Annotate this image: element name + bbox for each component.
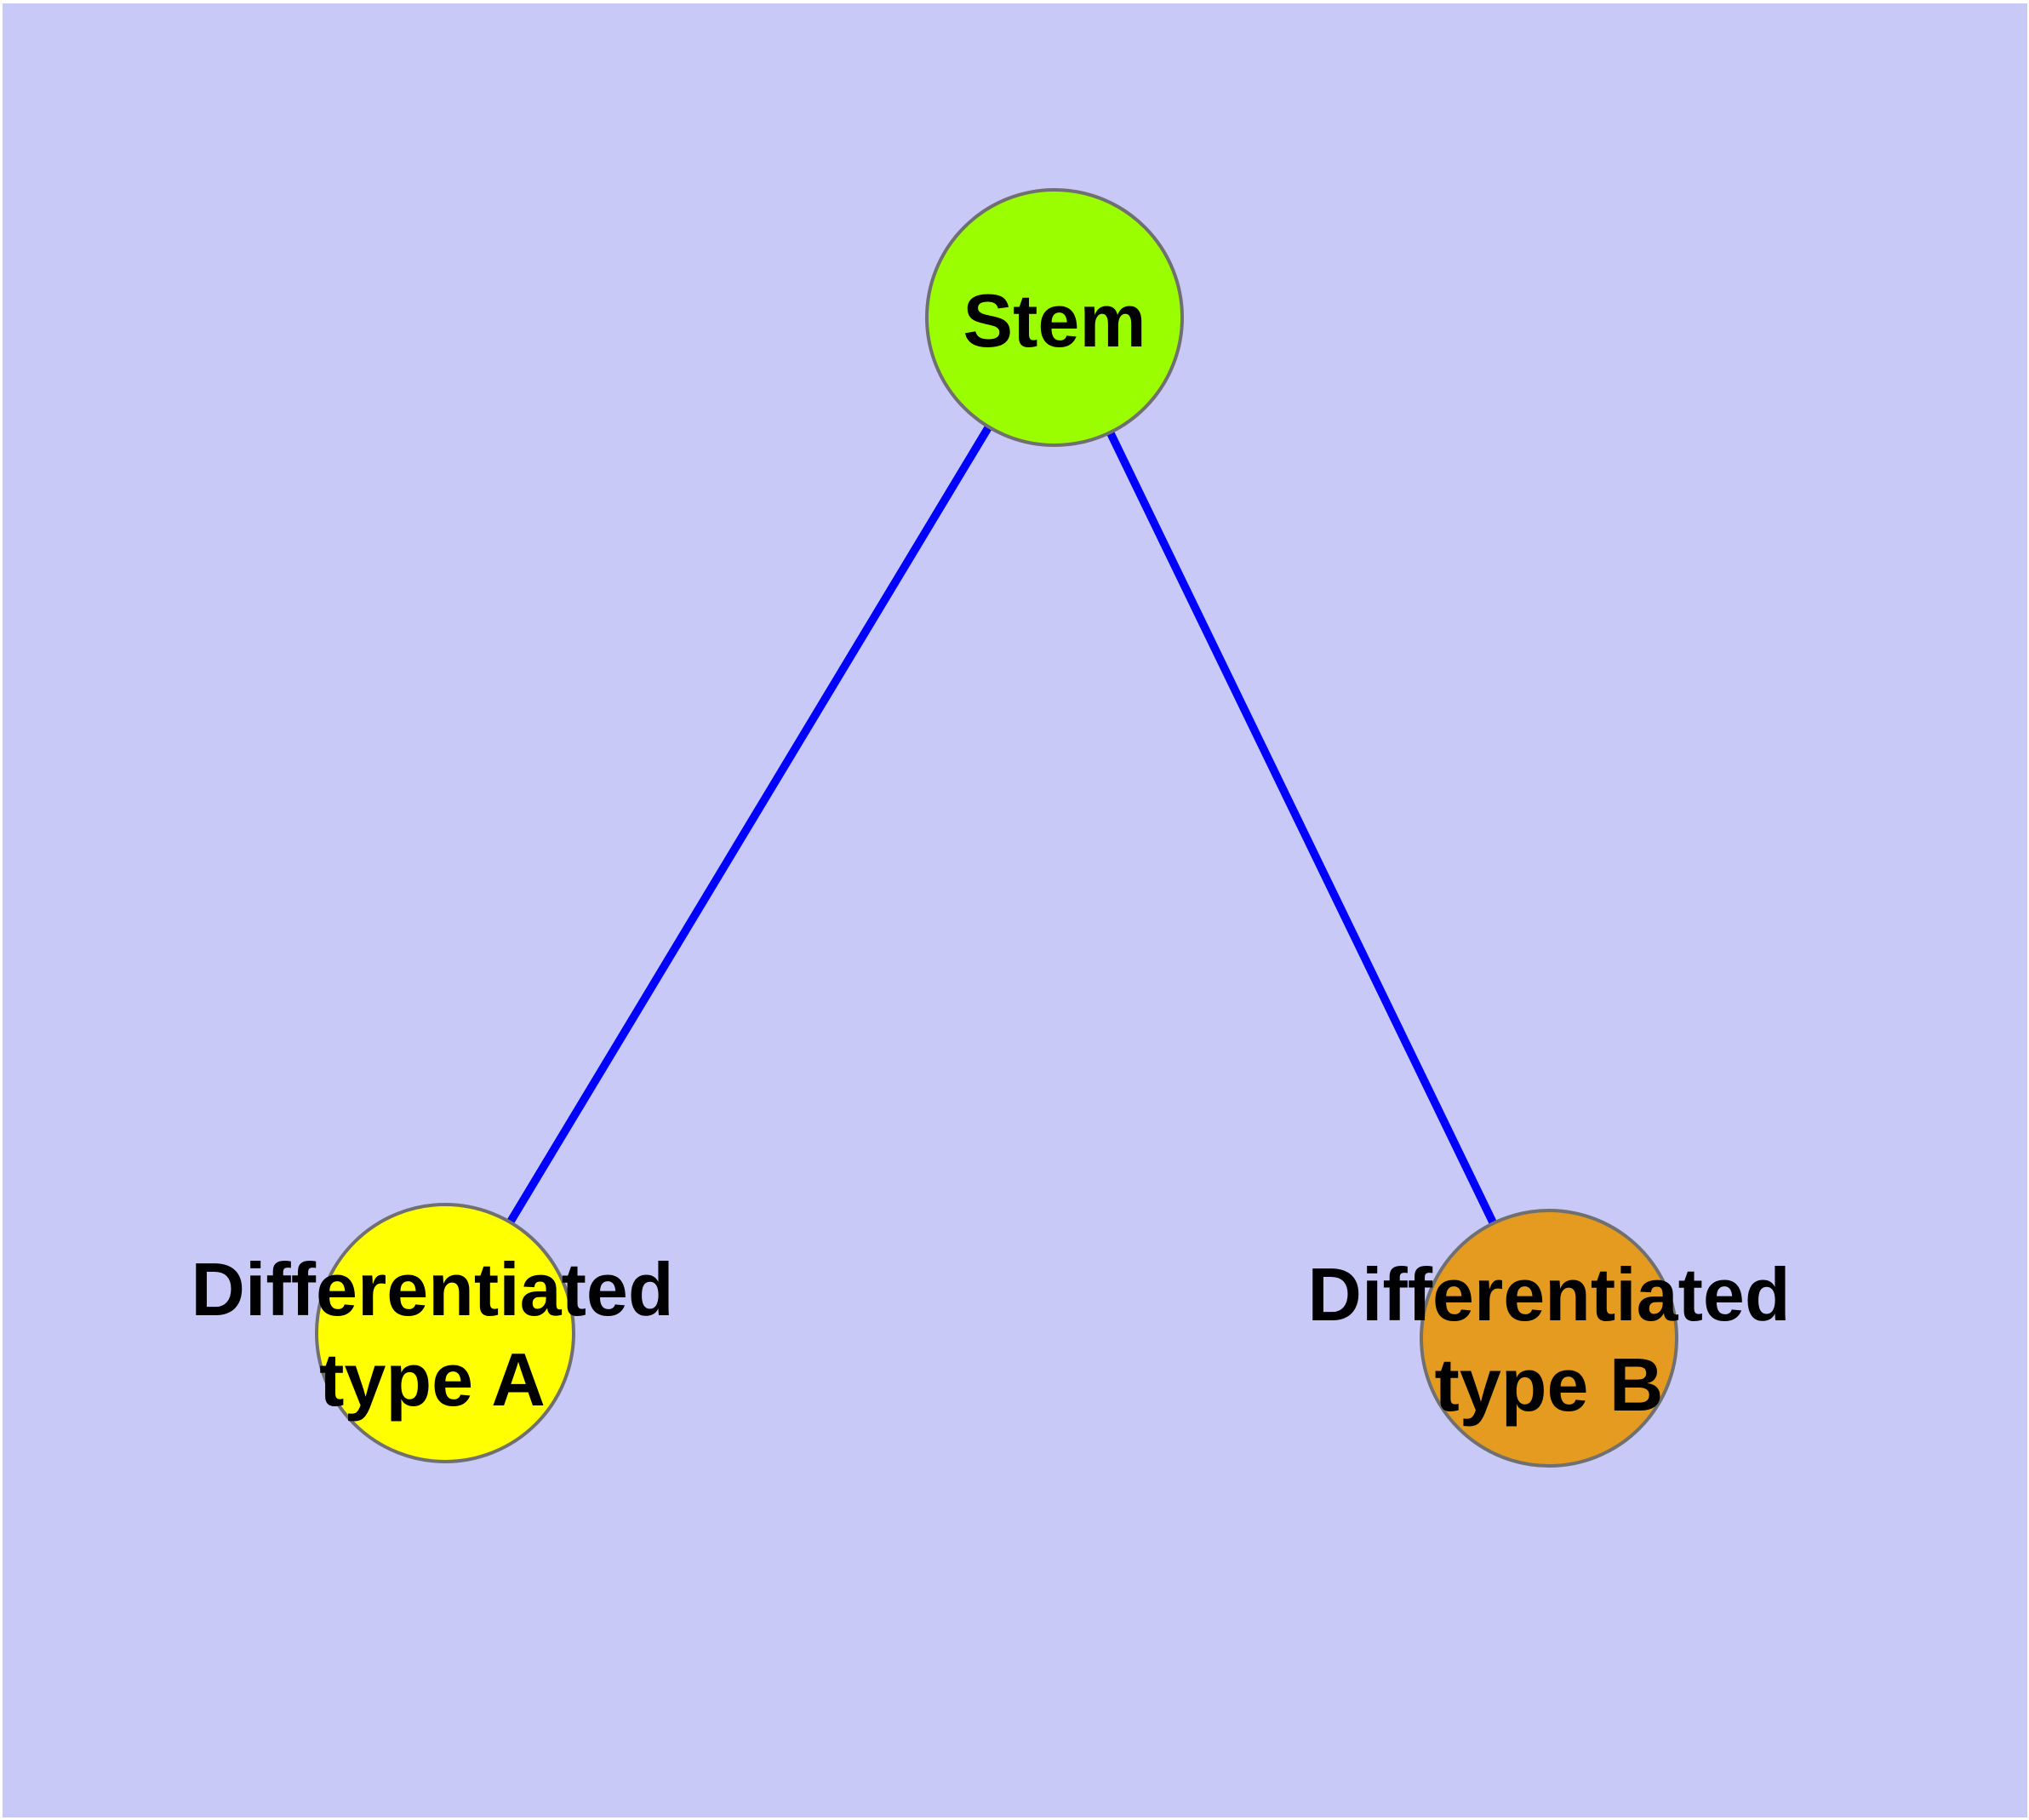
node-label-type-b-line1: Differentiated [1307,1252,1791,1336]
node-label-differentiated-type-a: Differentiated type A [191,1245,673,1425]
node-label-type-b-line2: type B [1434,1342,1664,1427]
edge-stem-to-type-a [439,315,1059,1336]
node-label-type-a-line2: type A [319,1337,546,1422]
node-label-type-a-line1: Differentiated [191,1247,674,1331]
node-label-differentiated-type-b: Differentiated type B [1307,1250,1790,1430]
node-differentiated-type-a [315,1203,575,1463]
node-stem [925,188,1184,447]
node-label-stem-line: Stem [963,278,1146,363]
node-label-stem: Stem [963,276,1146,366]
edge-stem-to-type-b [1050,315,1553,1341]
node-differentiated-type-b [1420,1209,1678,1468]
